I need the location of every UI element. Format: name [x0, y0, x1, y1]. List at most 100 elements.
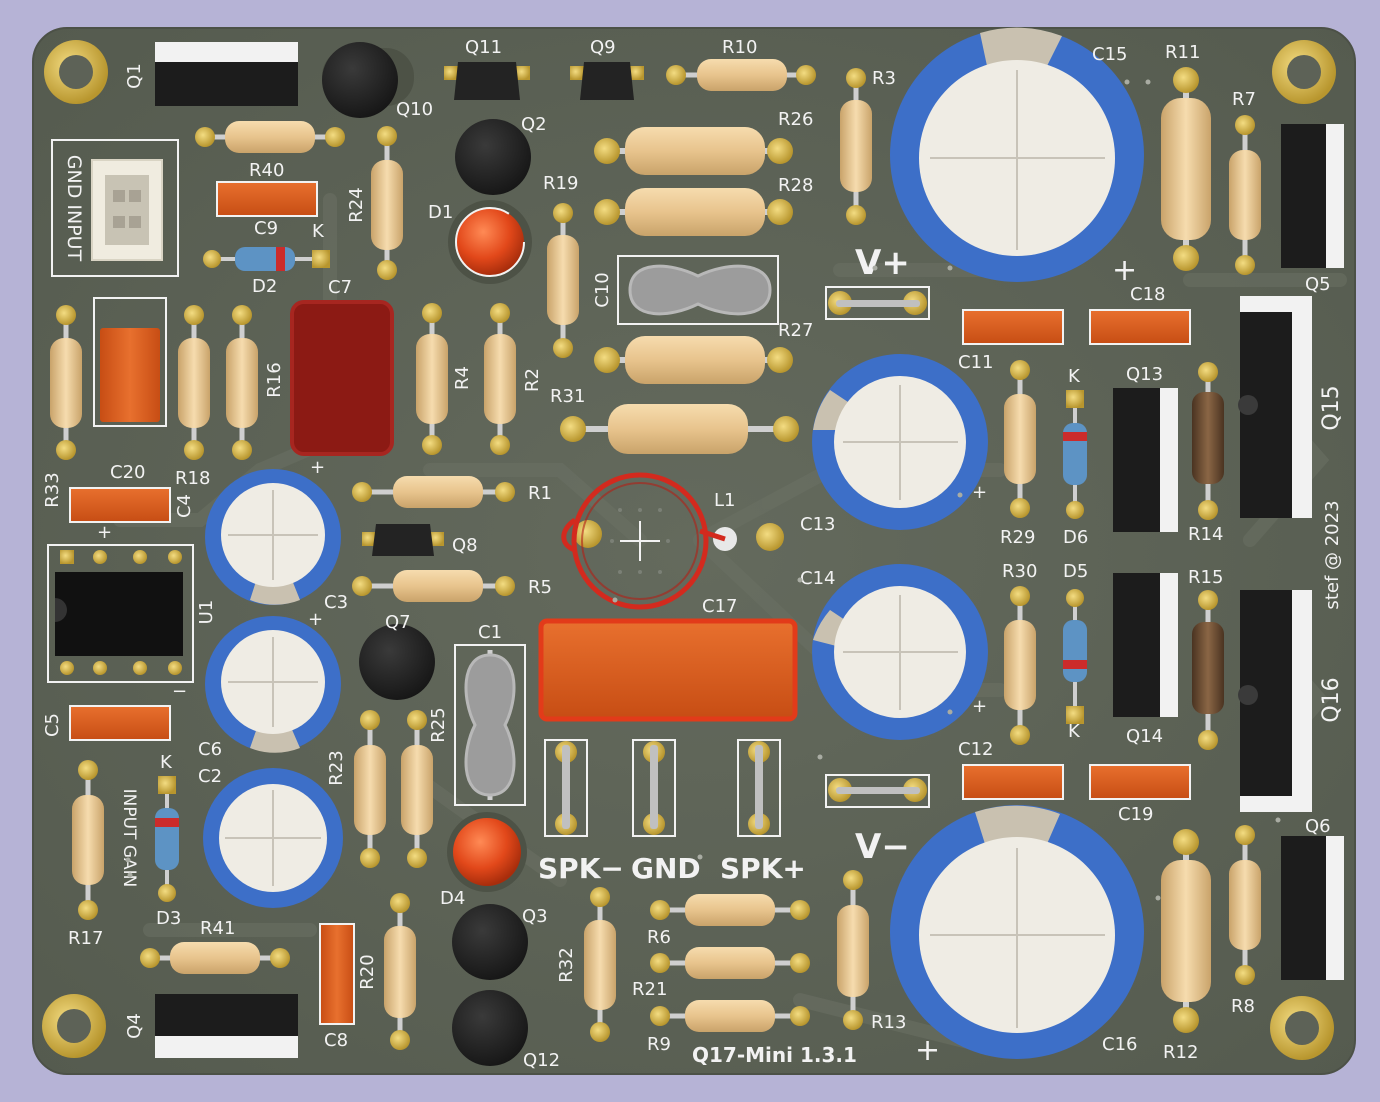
label-r20: R20 — [357, 954, 378, 989]
resistor-r29 — [1004, 360, 1036, 518]
label-r17: R17 — [68, 928, 103, 949]
label-c15: C15 — [1092, 44, 1127, 65]
label-q7: Q7 — [385, 612, 411, 633]
label-q8: Q8 — [452, 535, 478, 556]
leds — [447, 200, 532, 892]
label-q14: Q14 — [1126, 726, 1163, 747]
resistor-r41 — [140, 942, 290, 974]
resistor-r27 — [594, 336, 793, 384]
label-c20: C20 — [110, 462, 145, 483]
label-r10: R10 — [722, 37, 757, 58]
label-input: INPUT — [63, 204, 85, 261]
resistor-r12 — [1161, 829, 1211, 1033]
transistor-q6 — [1281, 836, 1344, 980]
transistor-q2 — [455, 119, 531, 195]
capacitor-c14 — [812, 564, 988, 740]
label-d4: D4 — [440, 888, 465, 909]
resistor-r21 — [650, 947, 810, 979]
resistors-horizontal — [140, 59, 816, 1032]
label-q2: Q2 — [521, 114, 547, 135]
label-r31: R31 — [550, 386, 585, 407]
capacitor-c10 — [628, 264, 772, 316]
label-plus-c13: + — [972, 482, 987, 503]
label-r24: R24 — [346, 187, 367, 222]
capacitor-c9 — [216, 181, 318, 217]
label-q6: Q6 — [1305, 816, 1331, 837]
label-v-plus: V+ — [855, 243, 910, 283]
label-c2: C2 — [198, 766, 222, 787]
mounting-holes — [42, 40, 1336, 1060]
transistor-q15 — [1238, 296, 1312, 518]
label-r15: R15 — [1188, 567, 1223, 588]
label-r12: R12 — [1163, 1042, 1198, 1063]
transistor-q8 — [362, 524, 444, 556]
label-c7: C7 — [328, 277, 352, 298]
label-spk-minus: SPK− — [538, 852, 624, 885]
resistor-r7 — [1229, 115, 1261, 275]
vias — [125, 79, 1281, 901]
label-c3: C3 — [324, 592, 348, 613]
board-title: Q17-Mini 1.3.1 — [692, 1043, 857, 1067]
diode-d3 — [155, 776, 179, 902]
transistor-q13 — [1113, 388, 1178, 532]
label-r29: R29 — [1000, 527, 1035, 548]
label-r21: R21 — [632, 979, 667, 1000]
transistor-q11 — [444, 62, 530, 100]
label-plus-c14: + — [972, 696, 987, 717]
label-r1: R1 — [528, 483, 552, 504]
label-q15: Q15 — [1319, 385, 1344, 430]
resistor-r31 — [560, 404, 799, 454]
capacitor-c5 — [69, 705, 171, 741]
label-l1: L1 — [714, 490, 735, 511]
resistor-r16 — [226, 305, 258, 460]
label-r11: R11 — [1165, 42, 1200, 63]
resistor-r2 — [484, 303, 516, 455]
resistors-vertical — [50, 67, 1261, 1050]
label-q13: Q13 — [1126, 364, 1163, 385]
label-r25: R25 — [428, 707, 449, 742]
label-c17: C17 — [702, 596, 737, 617]
resistor-r17 — [72, 760, 104, 920]
label-c6: C6 — [198, 739, 222, 760]
label-u1: U1 — [196, 600, 217, 625]
label-c4: C4 — [174, 494, 195, 518]
label-r13: R13 — [871, 1012, 906, 1033]
label-c12: C12 — [958, 739, 993, 760]
label-r16: R16 — [264, 362, 285, 397]
capacitor-c20 — [100, 328, 160, 422]
inductor-l1 — [561, 472, 784, 610]
resistor-r6 — [650, 894, 810, 926]
label-plus-c15: + — [1112, 253, 1137, 288]
label-d6: D6 — [1063, 527, 1088, 548]
label-r41: R41 — [200, 918, 235, 939]
label-r32: R32 — [556, 947, 577, 982]
label-q4: Q4 — [124, 1013, 145, 1039]
resistor-r11 — [1161, 67, 1211, 271]
capacitor-c12 — [962, 764, 1064, 800]
silkscreen-labels: Q1 Q10 Q11 Q9 R10 R3 C15 R11 R7 Q2 R26 R… — [42, 37, 1344, 1071]
label-q16: Q16 — [1319, 677, 1344, 722]
label-r14: R14 — [1188, 524, 1223, 545]
capacitor-c6 — [205, 616, 341, 753]
capacitor-c11 — [962, 309, 1064, 345]
capacitor-c20-outline — [93, 297, 167, 427]
diode-d2 — [203, 247, 330, 271]
label-k-d3: K — [160, 752, 173, 773]
capacitor-c4 — [69, 487, 171, 523]
diode-d6 — [1063, 390, 1087, 519]
resistor-r24 — [371, 126, 403, 280]
resistor-r18 — [178, 305, 210, 460]
label-r26: R26 — [778, 109, 813, 130]
label-d2: D2 — [252, 276, 277, 297]
resistor-r32 — [584, 887, 616, 1042]
resistor-r14 — [1192, 362, 1224, 520]
resistor-r13 — [837, 870, 869, 1030]
transistor-q9 — [570, 62, 644, 100]
transistor-q5 — [1281, 124, 1344, 268]
resistor-r4 — [416, 303, 448, 455]
transistor-q3 — [452, 904, 528, 980]
resistor-r15 — [1192, 590, 1224, 750]
label-spk-gnd: GND — [631, 852, 701, 885]
label-c16: C16 — [1102, 1034, 1137, 1055]
label-k-d6: K — [1068, 366, 1081, 387]
